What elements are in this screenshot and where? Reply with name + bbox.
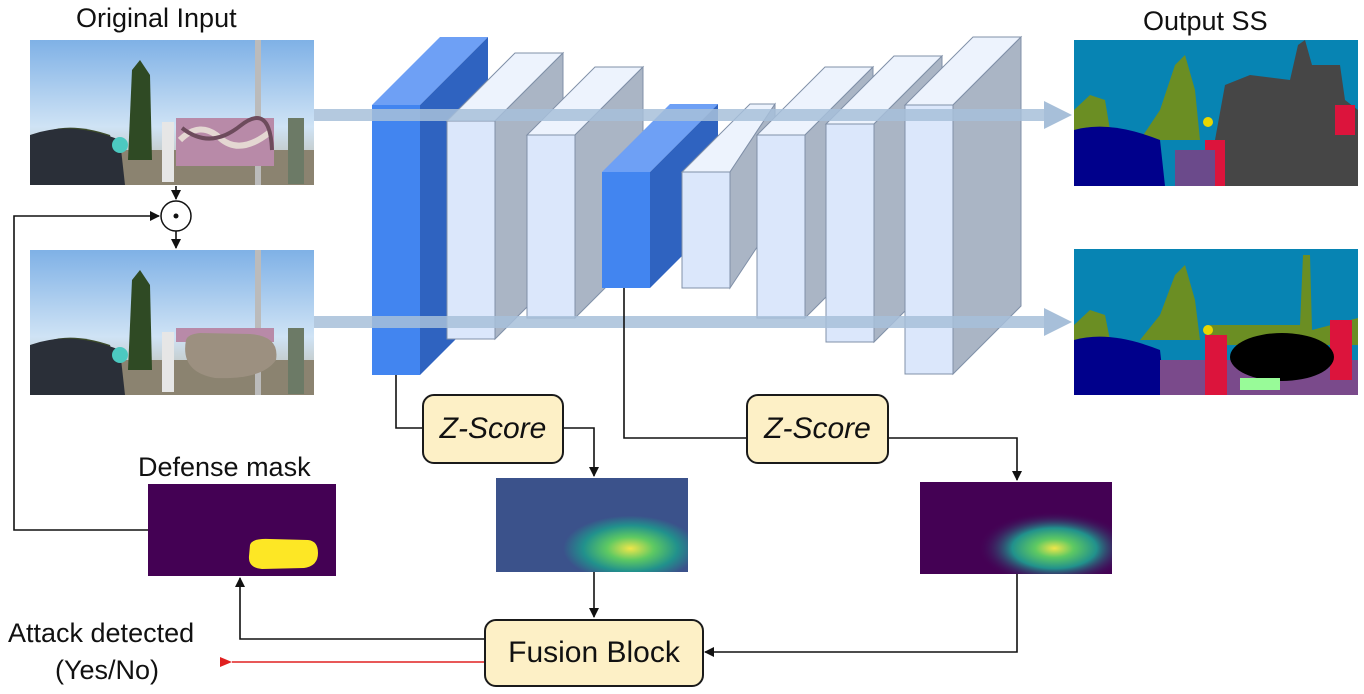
original-input-label: Original Input (76, 3, 237, 33)
network-block-8 (903, 35, 1023, 376)
zscore-block-right-label: Z-Score (764, 412, 871, 445)
zscore-block-left-label: Z-Score (439, 412, 547, 445)
defense-mask-image (148, 484, 336, 576)
segmentation-network (372, 35, 1023, 376)
zscore-left-input-line (395, 375, 423, 429)
zscore-right-input-line (623, 288, 747, 439)
masked-input-image (30, 250, 314, 395)
fusion-block: Fusion Block (484, 619, 704, 687)
defense-mask-label: Defense mask (138, 452, 311, 482)
flow-arrow-bottom (314, 308, 1072, 336)
elementwise-product-icon (160, 186, 192, 249)
zscore-heatmap-right (920, 482, 1112, 574)
output-segmentation-defended (1074, 249, 1358, 395)
zscore-block-right: Z-Score (746, 394, 889, 464)
zscore-block-left: Z-Score (422, 394, 564, 464)
attack-detected-options: (Yes/No) (55, 655, 160, 685)
fusion-block-label: Fusion Block (508, 636, 680, 669)
output-ss-label: Output SS (1143, 6, 1268, 36)
zscore-left-output-arrow (563, 427, 599, 477)
flow-arrow-top (314, 101, 1072, 129)
heatmap-right-to-fusion-arrow (704, 574, 1018, 657)
zscore-right-output-arrow (888, 437, 1022, 481)
attack-detected-label: Attack detected (8, 618, 195, 648)
fusion-to-mask-arrow (235, 577, 485, 640)
output-segmentation-attacked (1074, 40, 1358, 186)
zscore-heatmap-left (496, 478, 688, 572)
mask-feedback-arrow (13, 211, 160, 531)
original-input-image (30, 40, 314, 185)
